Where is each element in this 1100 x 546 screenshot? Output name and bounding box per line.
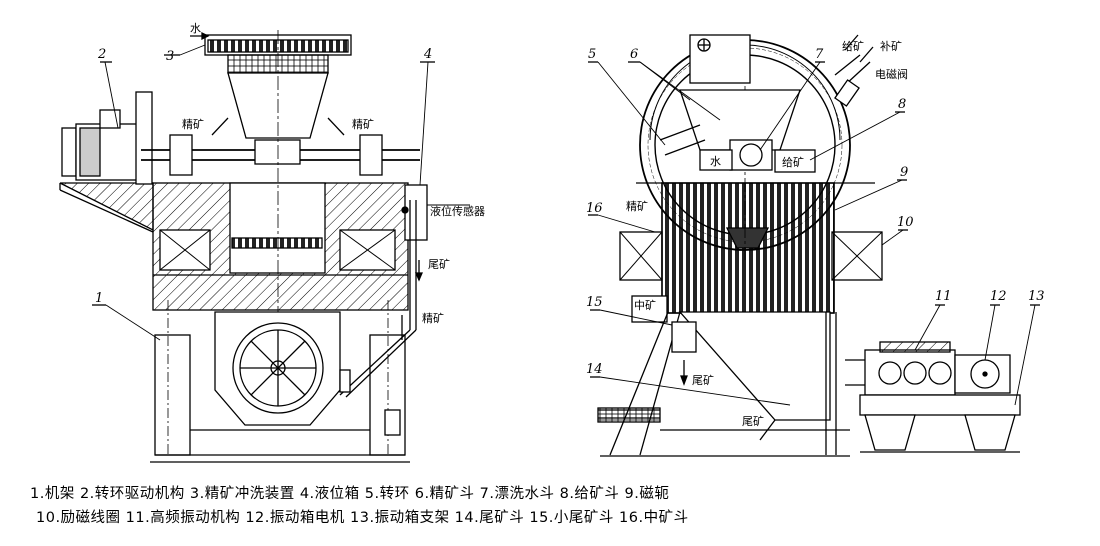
level-tank xyxy=(339,184,470,398)
part-number: 2 xyxy=(97,47,106,62)
left-front-view xyxy=(59,30,470,463)
tailings-hopper xyxy=(597,311,850,457)
label-middlings: 中矿 xyxy=(634,299,656,312)
parts-legend: 1.机架 2.转环驱动机构 3.精矿冲洗装置 4.液位箱 5.转环 6.精矿斗 … xyxy=(30,482,1080,530)
machine-diagram: 2 3 4 1 5 6 7 8 9 10 11 12 13 16 15 14 水… xyxy=(59,22,1045,463)
part-numbers: 2 3 4 1 5 6 7 8 9 10 11 12 13 16 15 14 xyxy=(95,47,1045,377)
label-feed-ore: 给矿 xyxy=(842,40,864,53)
flow-labels: 水 精矿 精矿 液位传感器 尾矿 精矿 给矿 补矿 电磁阀 水 给矿 精矿 中矿… xyxy=(182,22,908,428)
label-water-top: 水 xyxy=(190,22,201,35)
label-make-up-ore: 补矿 xyxy=(880,40,902,53)
magnet-yoke-body xyxy=(152,182,409,311)
rinse-water-hopper xyxy=(699,149,733,171)
label-tailings-bottom: 尾矿 xyxy=(692,374,714,387)
part-number: 3 xyxy=(166,49,174,64)
part-number: 1 xyxy=(95,291,103,306)
right-side-view xyxy=(588,34,1040,457)
high-freq-vibration-mechanism xyxy=(864,341,956,396)
part-number: 12 xyxy=(990,289,1007,304)
part-number: 5 xyxy=(588,47,596,62)
part-number: 10 xyxy=(897,215,914,230)
label-concentrate-side: 精矿 xyxy=(626,200,648,213)
label-concentrate-out: 精矿 xyxy=(422,312,444,325)
part-number: 15 xyxy=(586,295,603,310)
shaft-coupling xyxy=(254,139,301,165)
label-tailings-left: 尾矿 xyxy=(428,258,450,271)
label-concentrate-right: 精矿 xyxy=(352,118,374,131)
part-number: 14 xyxy=(586,362,603,377)
part-number: 13 xyxy=(1028,289,1045,304)
bearing-left xyxy=(169,134,193,176)
label-solenoid-valve: 电磁阀 xyxy=(875,67,908,81)
left-bracket xyxy=(59,182,154,233)
vibration-box xyxy=(214,311,401,436)
legend-row-2: 10.励磁线圈 11.高频振动机构 12.振动箱电机 13.振动箱支架 14.尾… xyxy=(36,510,689,526)
vibration-box-motor xyxy=(954,354,1011,394)
label-level-sensor: 液位传感器 xyxy=(430,204,485,218)
part-number: 9 xyxy=(900,165,908,180)
legend-row-1: 1.机架 2.转环驱动机构 3.精矿冲洗装置 4.液位箱 5.转环 6.精矿斗 … xyxy=(30,486,670,502)
label-water-inner: 水 xyxy=(710,155,721,168)
label-feed-inner: 给矿 xyxy=(782,156,804,169)
part-number: 8 xyxy=(898,97,906,112)
part-number: 6 xyxy=(630,47,638,62)
bearing-right xyxy=(359,134,383,176)
part-number: 4 xyxy=(423,47,432,62)
feed-hopper xyxy=(774,149,816,173)
part-number: 16 xyxy=(586,201,603,216)
part-number: 7 xyxy=(815,47,824,62)
vibration-box-support xyxy=(845,359,1021,453)
label-tailings-out: 尾矿 xyxy=(742,415,764,428)
part-number: 11 xyxy=(935,289,952,304)
label-concentrate-left: 精矿 xyxy=(182,118,204,131)
concentrate-wash-device xyxy=(190,30,352,330)
